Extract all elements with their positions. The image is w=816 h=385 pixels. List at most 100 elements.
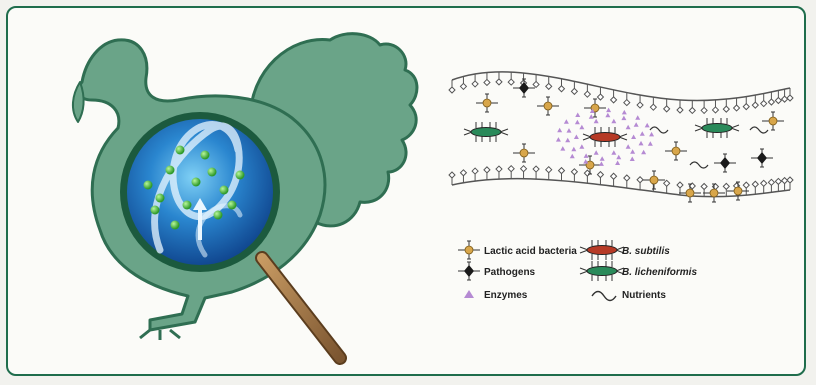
lactic-acid-bacterium-icon bbox=[584, 99, 606, 117]
villus-icon bbox=[782, 178, 788, 184]
villus-icon bbox=[559, 86, 565, 92]
villus-icon bbox=[664, 180, 670, 186]
villus-icon bbox=[723, 106, 729, 112]
probiotic-particle bbox=[192, 178, 201, 187]
villus-icon bbox=[584, 91, 590, 97]
legend-item-nutrients: Nutrients bbox=[592, 290, 666, 301]
villus-icon bbox=[584, 170, 590, 176]
probiotic-particle bbox=[228, 201, 237, 210]
legend-label-enzymes: Enzymes bbox=[484, 290, 528, 301]
enzyme-icon bbox=[600, 156, 605, 161]
enzyme-icon bbox=[634, 122, 639, 127]
enzyme-icon bbox=[570, 154, 575, 159]
villus-icon bbox=[546, 83, 552, 89]
pathogen-icon bbox=[714, 154, 736, 172]
enzyme-icon bbox=[641, 150, 646, 155]
probiotic-particle bbox=[156, 194, 165, 203]
enzyme-icon bbox=[574, 135, 579, 140]
villus-icon bbox=[611, 97, 617, 103]
lactic-acid-bacterium-icon bbox=[579, 156, 601, 174]
probiotic-particle bbox=[208, 168, 217, 177]
lactic-acid-bacterium-icon bbox=[679, 184, 701, 202]
enzyme-icon bbox=[626, 125, 631, 130]
villus-icon bbox=[677, 182, 683, 188]
villus-icon bbox=[460, 170, 466, 176]
b-subtilis-icon bbox=[580, 240, 624, 260]
enzyme-icon bbox=[565, 138, 570, 143]
villus-icon bbox=[597, 172, 603, 178]
villus-icon bbox=[571, 169, 577, 175]
villus-icon bbox=[677, 107, 683, 113]
enzyme-icon bbox=[579, 125, 584, 130]
villus-icon bbox=[752, 181, 758, 187]
enzyme-icon bbox=[616, 155, 621, 160]
enzyme-icon bbox=[630, 156, 635, 161]
bacteria-icon bbox=[580, 240, 624, 260]
pathogen-icon bbox=[751, 149, 773, 167]
villus-icon bbox=[775, 97, 781, 103]
enzyme-icon bbox=[579, 144, 584, 149]
villus-icon bbox=[761, 101, 767, 107]
villus-icon bbox=[637, 102, 643, 108]
villus-icon bbox=[484, 167, 490, 173]
pathogen-icon bbox=[513, 79, 535, 97]
villus-icon bbox=[637, 177, 643, 183]
villus-icon bbox=[743, 104, 749, 110]
villus-icon bbox=[689, 107, 695, 113]
villus-icon bbox=[787, 95, 793, 101]
villus-icon bbox=[484, 79, 490, 85]
villus-icon bbox=[533, 81, 539, 87]
villus-icon bbox=[624, 175, 630, 181]
enzyme-icon bbox=[589, 114, 594, 119]
villus-icon bbox=[559, 168, 565, 174]
enzyme-icon bbox=[566, 128, 571, 133]
enzyme-icon bbox=[571, 147, 576, 152]
probiotic-particle bbox=[176, 146, 185, 155]
enzyme-icon bbox=[648, 141, 653, 146]
enzyme-icon bbox=[635, 115, 640, 120]
villus-icon bbox=[782, 96, 788, 102]
villus-icon bbox=[571, 88, 577, 94]
diamond-icon bbox=[458, 262, 480, 280]
probiotic-particle bbox=[151, 206, 160, 215]
enzyme-icon bbox=[575, 120, 580, 125]
villus-icon bbox=[449, 172, 455, 178]
villus-icon bbox=[743, 182, 749, 188]
b-licheniformis-icon bbox=[464, 122, 508, 142]
villus-icon bbox=[521, 166, 527, 172]
villus-icon bbox=[768, 99, 774, 105]
probiotic-particle bbox=[144, 181, 153, 190]
enzyme-icon bbox=[594, 150, 599, 155]
enzyme-icon bbox=[584, 153, 589, 158]
villus-icon bbox=[533, 166, 539, 172]
enzyme-icon bbox=[606, 108, 611, 113]
villus-icon bbox=[624, 100, 630, 106]
enzyme-icon bbox=[640, 131, 645, 136]
enzyme-icon bbox=[583, 159, 588, 164]
lactic-acid-bacterium-icon bbox=[458, 241, 480, 259]
enzyme-icon bbox=[611, 119, 616, 124]
enzyme-icon bbox=[564, 119, 569, 124]
probiotic-particle bbox=[214, 211, 223, 220]
legend-label-nutrients: Nutrients bbox=[622, 290, 666, 301]
villus-icon bbox=[472, 168, 478, 174]
probiotic-particle bbox=[201, 151, 210, 160]
lactic-acid-bacterium-icon bbox=[643, 171, 665, 189]
villus-icon bbox=[701, 107, 707, 113]
villus-icon bbox=[775, 178, 781, 184]
nutrient-icon bbox=[650, 127, 668, 133]
villus-icon bbox=[752, 102, 758, 108]
villus-icon bbox=[496, 79, 502, 85]
villus-icon bbox=[460, 83, 466, 89]
legend-item-b-licheniformis: B. licheniformis bbox=[580, 261, 697, 281]
villus-icon bbox=[508, 166, 514, 172]
villus-icon bbox=[449, 87, 455, 93]
bacteria-icon bbox=[458, 241, 480, 259]
nutrient-icon bbox=[690, 162, 708, 168]
villus-icon bbox=[701, 184, 707, 190]
villus-icon bbox=[496, 166, 502, 172]
lactic-acid-bacterium-icon bbox=[537, 97, 559, 115]
probiotic-particle bbox=[220, 186, 229, 195]
probiotic-particle bbox=[166, 166, 175, 175]
